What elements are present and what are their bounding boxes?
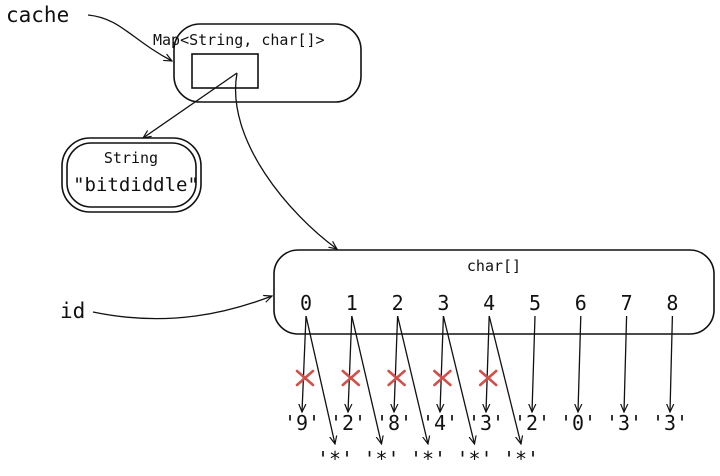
cross-out-mark [387,369,406,387]
digit-value: '3' [468,411,504,435]
digit-arrow [486,315,489,412]
digit-arrow [348,315,353,412]
index-label: 1 [346,291,358,315]
mask-arrow [442,315,474,444]
digit-value: '2' [330,411,366,435]
index-label: 7 [621,291,633,315]
index-label: 6 [575,291,587,315]
map-type-label: Map<String, char[]> [153,31,325,49]
digit-value: '3' [652,411,688,435]
map-object: Map<String, char[]> [153,23,362,103]
masked-value: '*' [363,447,399,471]
cross-outs [295,369,498,387]
masked-value: '*' [503,447,539,471]
index-label: 2 [392,291,404,315]
mask-arrow [351,315,382,444]
digit-value: '2' [514,411,550,435]
digit-arrow [302,315,307,412]
digit-value: '8' [376,411,412,435]
cross-out-mark [295,369,315,387]
digit-arrow [532,315,535,412]
digit-arrow [440,315,443,412]
digit-arrow [578,315,581,412]
string-type-label: String [104,149,158,167]
id-pointer-arrow [92,296,272,320]
digit-arrow [670,315,672,412]
index-label: 8 [666,291,678,315]
digit-value: '4' [422,411,458,435]
cross-out-mark [478,369,498,387]
index-label: 4 [483,291,495,315]
digit-value: '3' [606,411,642,435]
cross-out-mark [433,369,452,387]
digit-value: '0' [560,411,596,435]
char-array-type-label: char[] [467,257,521,275]
mask-arrow [488,315,521,444]
id-label: id [60,299,85,323]
mask-arrow [396,315,428,444]
mask-arrow [305,315,335,444]
index-label: 3 [437,291,449,315]
cache-label: cache [6,3,69,27]
cache-pointer-arrow [87,14,172,61]
masked-values: '*' '*' '*' '*' '*' [317,447,539,471]
index-label: 0 [300,291,312,315]
map-box-outline [173,23,362,103]
index-labels: 0 1 2 3 4 5 6 7 8 [300,291,678,315]
digit-arrow [394,315,398,412]
digit-values: '9' '2' '8' '4' '3' '2' '0' '3' '3' [284,411,688,435]
digit-value: '9' [284,411,320,435]
masked-value: '*' [410,447,446,471]
index-label: 5 [529,291,541,315]
map-value-arrow [234,72,337,249]
element-arrows [302,315,672,444]
string-box-inner [66,142,197,208]
digit-arrow [624,315,627,412]
map-entry-slot [191,53,259,89]
string-object: String "bitdiddle" [61,137,202,213]
masked-value: '*' [456,447,492,471]
map-key-arrow [143,72,238,138]
masked-value: '*' [317,447,353,471]
string-box-outer [61,137,202,213]
string-value: "bitdiddle" [73,174,199,196]
cross-out-mark [341,369,361,387]
